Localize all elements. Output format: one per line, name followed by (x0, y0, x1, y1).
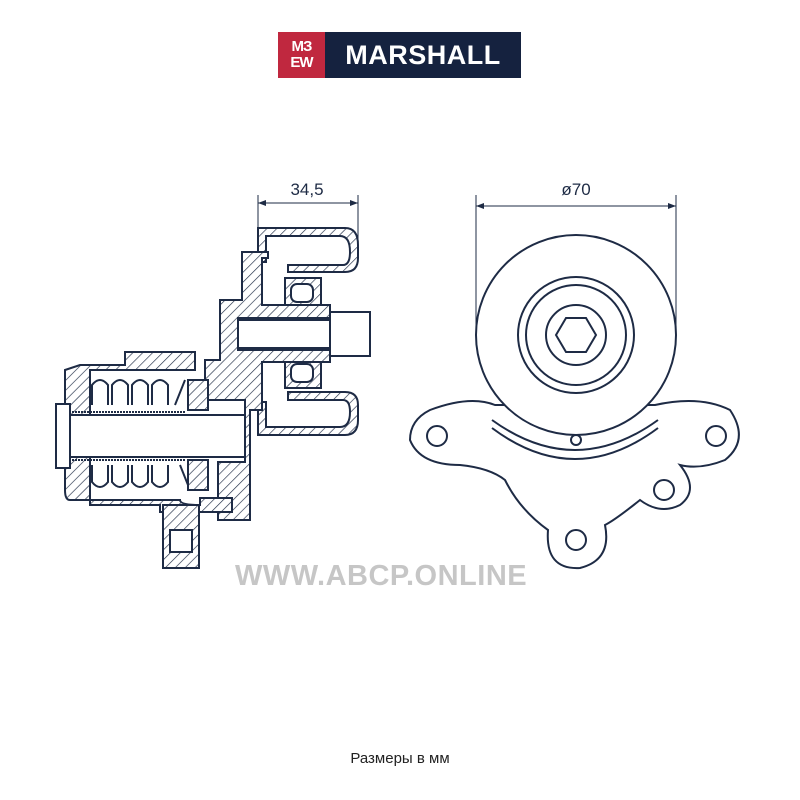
logo-mark: МЗ ЕW (278, 32, 325, 78)
logo-mark-top: МЗ (291, 38, 313, 55)
watermark: WWW.ABCP.ONLINE (235, 560, 528, 592)
brand-logo: МЗ ЕW MARSHALL (278, 32, 521, 78)
logo-name: MARSHALL (325, 32, 521, 78)
diameter-dimension-label: ø70 (561, 180, 591, 199)
section-view (55, 195, 371, 569)
front-view (408, 195, 740, 570)
logo-mark-bottom: ЕW (290, 54, 313, 71)
caption: Размеры в мм (350, 750, 450, 767)
width-dimension-label: 34,5 (290, 180, 324, 199)
